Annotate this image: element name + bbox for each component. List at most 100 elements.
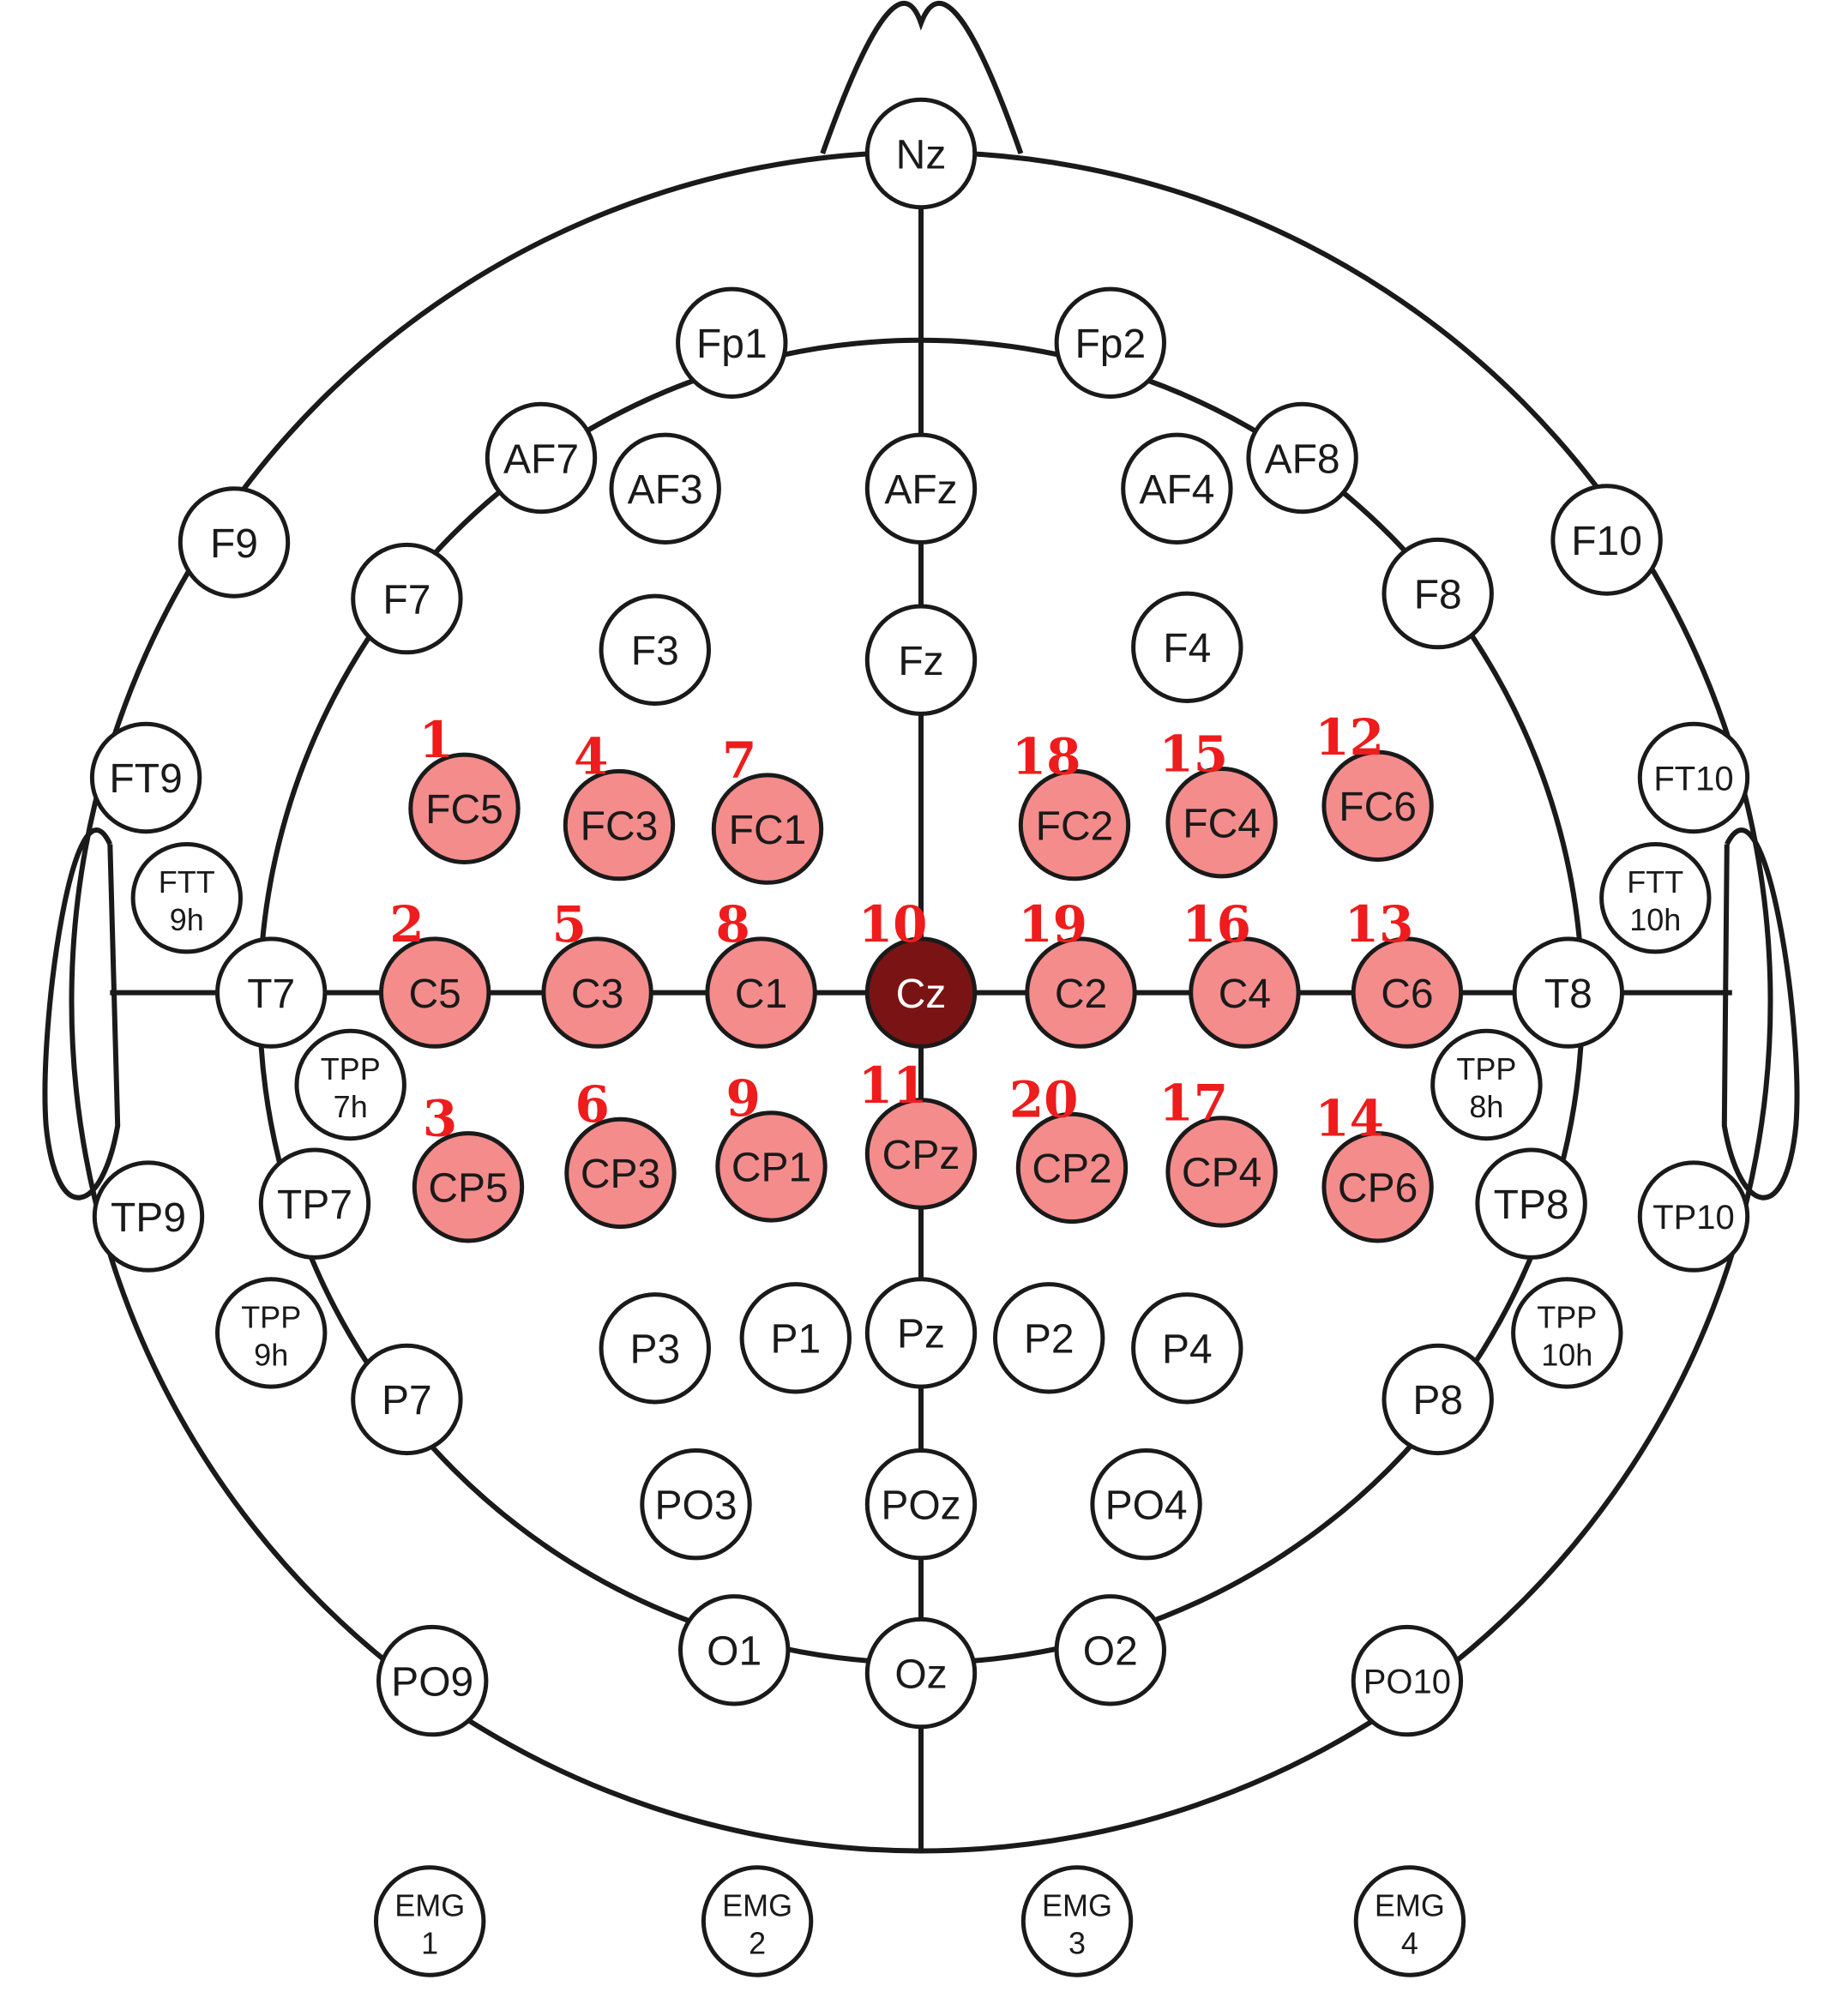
right-ear bbox=[1721, 827, 1800, 1201]
channel-number: 4 bbox=[574, 728, 608, 786]
electrode-f4: F4 bbox=[1131, 591, 1243, 703]
electrode-label: CP2 bbox=[1032, 1146, 1111, 1192]
electrode-fz-circle bbox=[864, 604, 978, 716]
electrode-c3-circle bbox=[541, 936, 653, 1049]
electrode-tp10-circle bbox=[1637, 1160, 1750, 1273]
electrode-label-line2: 9h bbox=[254, 1337, 288, 1372]
electrode-po10: PO10 bbox=[1351, 1624, 1464, 1737]
electrode-label: CP5 bbox=[428, 1166, 508, 1212]
electrode-af7-circle bbox=[485, 401, 598, 515]
electrode-label: AF4 bbox=[1139, 467, 1214, 513]
electrode-c6-circle bbox=[1351, 936, 1464, 1049]
electrode-label: PO10 bbox=[1363, 1664, 1451, 1701]
electrode-label: Fp2 bbox=[1074, 322, 1146, 367]
electrode-fp2: Fp2 bbox=[1054, 286, 1167, 399]
electrode-nz-circle bbox=[864, 97, 978, 210]
electrode-label: AF3 bbox=[628, 467, 703, 513]
electrode-label-line1: EMG bbox=[1375, 1888, 1445, 1923]
electrode-ft10-circle bbox=[1637, 721, 1750, 834]
channel-number: 12 bbox=[1315, 708, 1384, 767]
electrode-af8: AF8 bbox=[1246, 401, 1358, 515]
electrode-label: FT10 bbox=[1653, 760, 1733, 797]
electrode-tp10: TP10 bbox=[1637, 1160, 1750, 1273]
electrode-po10-circle bbox=[1351, 1624, 1464, 1737]
electrode-p7-circle bbox=[351, 1343, 463, 1456]
electrode-fz: Fz bbox=[864, 604, 978, 716]
electrode-f10: F10 bbox=[1550, 484, 1663, 596]
electrode-o2: O2 bbox=[1054, 1594, 1167, 1706]
channel-number: 2 bbox=[389, 895, 424, 954]
electrode-cp6-circle bbox=[1321, 1131, 1434, 1243]
electrode-label: FC2 bbox=[1036, 803, 1114, 849]
electrode-ftt10h-circle bbox=[1599, 841, 1712, 954]
electrode-fc3-circle bbox=[563, 768, 676, 882]
electrode-label: C3 bbox=[571, 972, 623, 1017]
electrode-t8-circle bbox=[1512, 936, 1625, 1049]
electrode-tp7-circle bbox=[258, 1147, 371, 1260]
electrode-label-line1: EMG bbox=[1042, 1888, 1112, 1923]
electrode-fc2-circle bbox=[1018, 768, 1131, 882]
electrode-label: P4 bbox=[1162, 1327, 1213, 1373]
electrode-af4-circle bbox=[1121, 432, 1233, 545]
electrode-fp1: Fp1 bbox=[676, 286, 788, 399]
electrode-label: C4 bbox=[1219, 972, 1271, 1017]
electrode-label: CP6 bbox=[1338, 1166, 1418, 1212]
electrode-label: Fp1 bbox=[696, 322, 768, 367]
electrode-label: FC6 bbox=[1339, 785, 1417, 830]
electrode-cp4-circle bbox=[1165, 1116, 1278, 1228]
electrode-c2-circle bbox=[1025, 936, 1137, 1049]
electrode-c5: C52 bbox=[379, 895, 491, 1049]
electrode-f9-circle bbox=[178, 486, 291, 599]
electrode-label: PO4 bbox=[1105, 1483, 1188, 1529]
electrode-o2-circle bbox=[1054, 1594, 1167, 1706]
electrode-afz: AFz bbox=[864, 432, 978, 545]
electrode-label: F3 bbox=[631, 629, 679, 674]
electrode-label: PO9 bbox=[391, 1659, 473, 1705]
electrode-t8: T8 bbox=[1512, 936, 1625, 1049]
electrode-label-line2: 7h bbox=[334, 1089, 368, 1124]
electrode-af7: AF7 bbox=[485, 401, 598, 515]
channel-number: 10 bbox=[858, 895, 928, 954]
nose bbox=[820, 0, 1024, 155]
electrode-af4: AF4 bbox=[1121, 432, 1233, 545]
electrode-c3: C35 bbox=[541, 895, 653, 1049]
electrode-label-line1: EMG bbox=[394, 1888, 465, 1923]
channel-number: 15 bbox=[1159, 725, 1228, 784]
electrode-label: TP8 bbox=[1494, 1183, 1569, 1228]
electrode-ft10: FT10 bbox=[1637, 721, 1750, 834]
electrode-cp1-circle bbox=[715, 1110, 828, 1223]
electrode-label-line1: EMG bbox=[722, 1888, 792, 1923]
electrode-label: C2 bbox=[1055, 972, 1107, 1017]
electrode-p3: P3 bbox=[599, 1292, 711, 1405]
electrode-label: POz bbox=[881, 1483, 960, 1529]
electrode-label: AF7 bbox=[503, 436, 579, 482]
electrode-cp5-circle bbox=[412, 1131, 525, 1243]
electrode-label-line2: 8h bbox=[1469, 1089, 1503, 1124]
electrode-label: CP4 bbox=[1182, 1151, 1261, 1196]
electrode-tp9: TP9 bbox=[92, 1160, 205, 1273]
electrode-po4: PO4 bbox=[1090, 1448, 1202, 1561]
electrode-p4: P4 bbox=[1131, 1292, 1243, 1405]
electrode-tp7: TP7 bbox=[258, 1147, 371, 1260]
electrode-label: O2 bbox=[1083, 1629, 1138, 1675]
electrode-f7-circle bbox=[351, 542, 463, 655]
electrode-o1-circle bbox=[678, 1594, 791, 1706]
left-ear bbox=[42, 827, 121, 1201]
channel-number: 14 bbox=[1315, 1090, 1384, 1148]
electrode-cpz-circle bbox=[864, 1098, 978, 1210]
electrode-label: AFz bbox=[884, 467, 957, 513]
channel-number: 6 bbox=[575, 1075, 610, 1134]
electrode-cz-circle bbox=[864, 936, 978, 1049]
electrode-label: FC5 bbox=[425, 787, 503, 833]
electrode-p2-circle bbox=[993, 1282, 1105, 1394]
electrode-fp2-circle bbox=[1054, 286, 1167, 399]
